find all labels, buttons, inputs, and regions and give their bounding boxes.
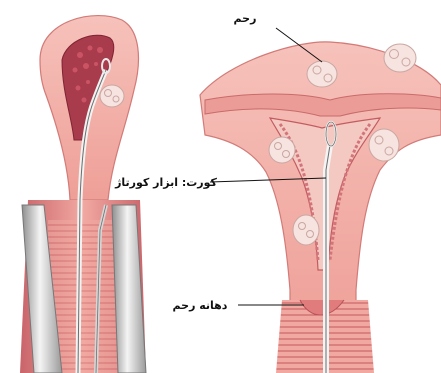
front-follicle-top [307,61,337,87]
side-view-uterus [20,16,146,373]
front-follicle-left [269,137,295,163]
front-follicle-top-right [384,44,416,72]
label-cervix: دهانه رحم [173,299,228,312]
label-uterus: رحم [234,12,257,25]
side-ovary [100,85,124,107]
front-follicle-lower [293,215,319,245]
front-follicle-right [369,129,399,161]
label-curette: کورت: ابزار کورتاژ [114,176,217,189]
frontal-view-uterus [200,42,441,373]
